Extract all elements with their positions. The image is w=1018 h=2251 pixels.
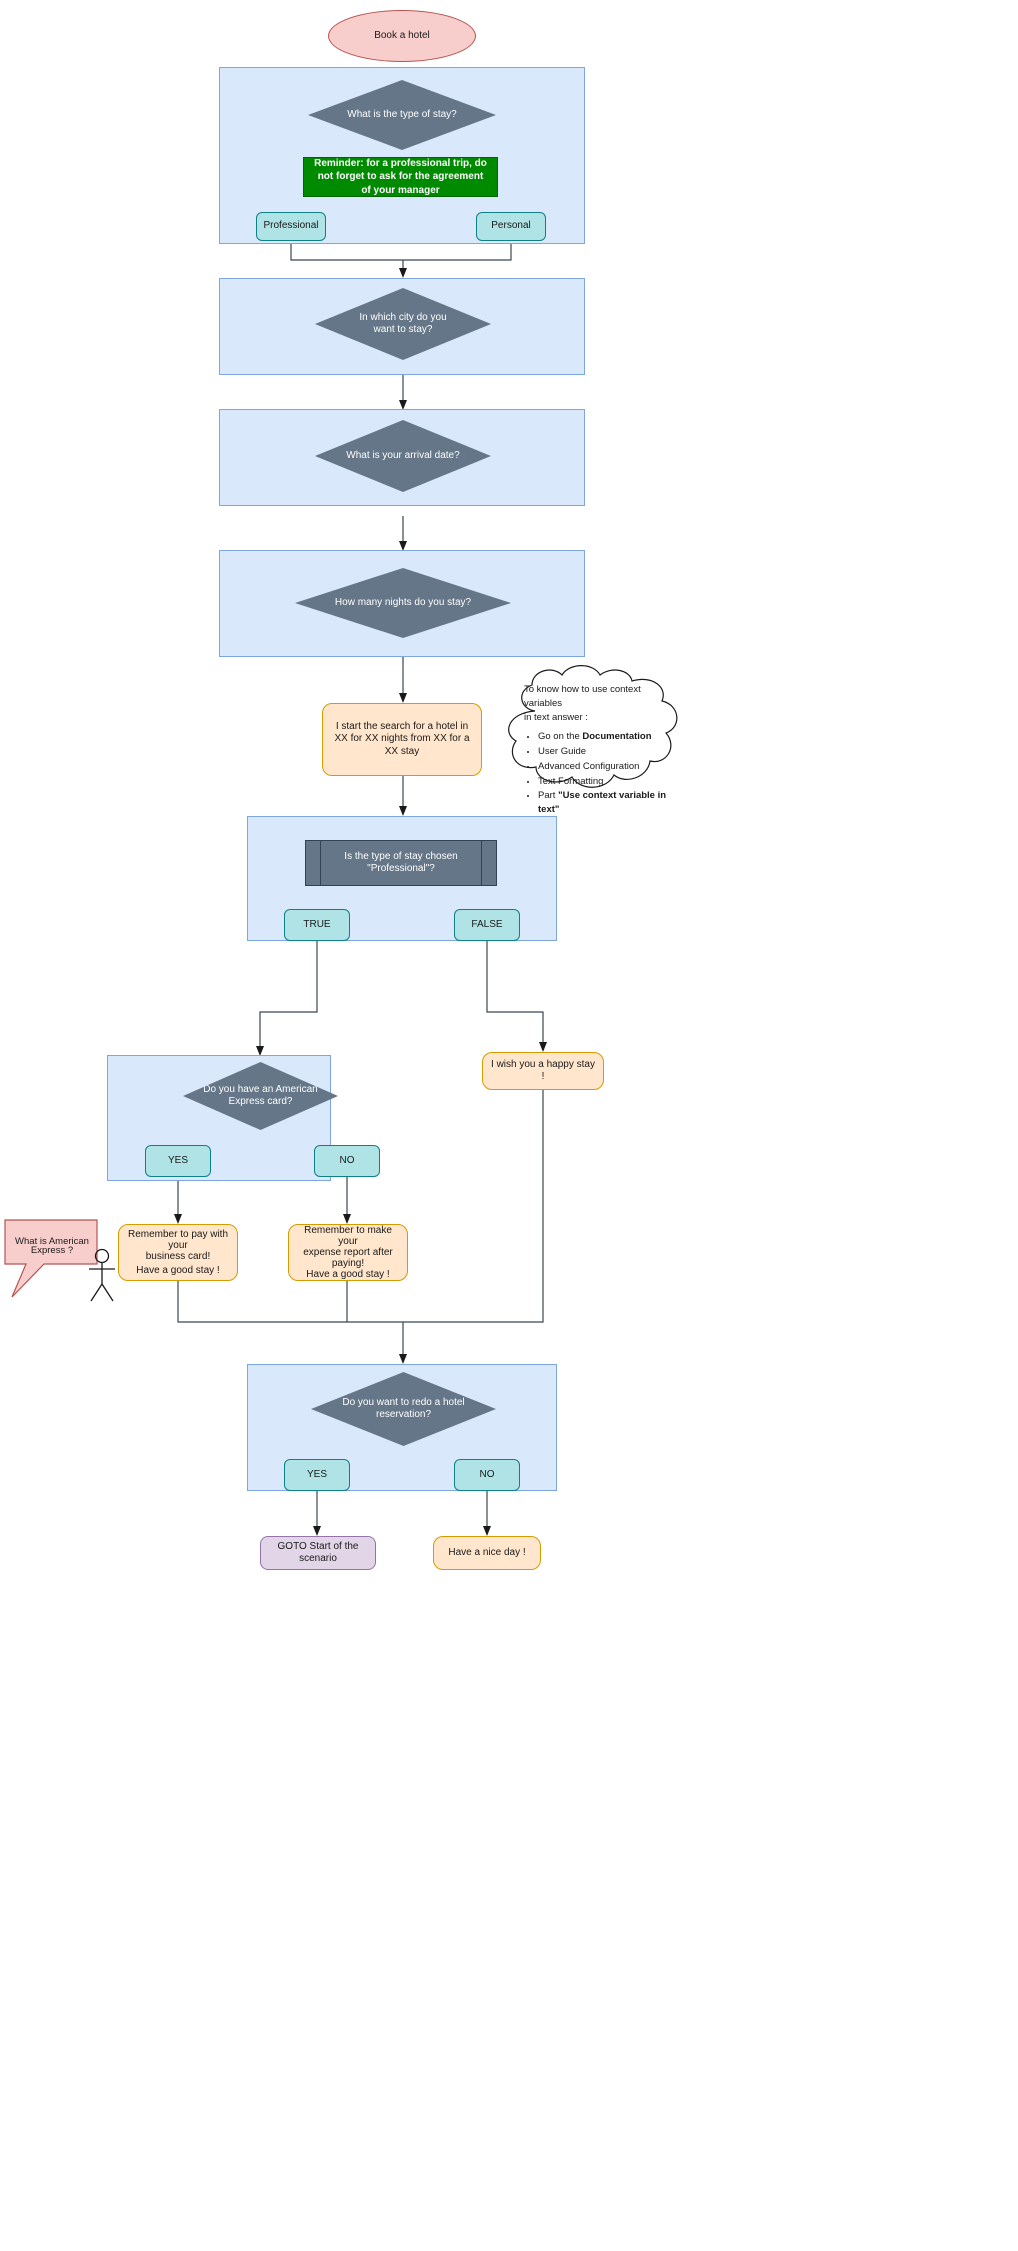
decision-redo-reservation-label: Do you want to redo a hotel reservation?: [342, 1396, 465, 1421]
amex-callout-shape: [4, 1219, 98, 1298]
amex-callout: What is American Express ?: [4, 1219, 114, 1315]
predefined-process-professional-check: Is the type of stay chosen "Professional…: [305, 840, 497, 886]
message-pay-business-card-line2: business card!: [145, 1251, 211, 1262]
message-expense-report-line1: Remember to make your: [304, 1225, 392, 1247]
cloud-intro-line1: To know how to use context variables: [524, 684, 641, 709]
option-professional[interactable]: Professional: [256, 212, 326, 241]
message-happy-stay[interactable]: I wish you a happy stay !: [482, 1052, 604, 1090]
option-false[interactable]: FALSE: [454, 909, 520, 941]
cloud-item-prefix: Text Formatting: [538, 775, 604, 787]
cloud-item-bold: "Use context variable in text": [538, 790, 667, 816]
cloud-intro-line2: in text answer :: [524, 711, 588, 723]
amex-callout-line1: What is American: [15, 1236, 89, 1248]
amex-callout-text: What is American: [8, 1225, 96, 1259]
cloud-item-prefix: Part: [538, 790, 559, 802]
process-label-line1: Is the type of stay chosen: [344, 850, 458, 862]
amex-callout-text2: Express ?: [8, 1241, 96, 1261]
process-left-bar: [320, 841, 321, 885]
cloud-shape: [508, 665, 678, 788]
message-pay-business-card[interactable]: Remember to pay with your business card!…: [118, 1224, 238, 1281]
cloud-annotation-text: To know how to use context variables in …: [524, 683, 676, 818]
amex-callout-line2: Express ?: [30, 1245, 74, 1257]
reminder-text: Reminder: for a professional trip, do no…: [314, 157, 487, 196]
message-nice-day[interactable]: Have a nice day !: [433, 1536, 541, 1570]
cloud-item: User Guide: [538, 745, 676, 759]
cloud-item-prefix: Advanced Configuration: [538, 760, 640, 772]
stick-figure-icon: [89, 1248, 115, 1302]
decision-type-of-stay-label: What is the type of stay?: [347, 108, 457, 120]
message-pay-business-card-line3: Have a good stay !: [136, 1265, 220, 1276]
decision-amex-line1: Do you have an American: [203, 1083, 318, 1095]
message-expense-report[interactable]: Remember to make your expense report aft…: [288, 1224, 408, 1281]
cloud-item-prefix: User Guide: [538, 746, 587, 758]
message-nice-day-label: Have a nice day !: [448, 1546, 526, 1558]
decision-arrival-date-label: What is your arrival date?: [346, 449, 460, 461]
cloud-item-bold: Documentation: [582, 731, 652, 743]
message-expense-report-line2: expense report after paying!: [303, 1247, 393, 1269]
option-amex-yes-label: YES: [167, 1154, 188, 1166]
process-right-bar: [481, 841, 482, 885]
start-node[interactable]: Book a hotel: [328, 10, 476, 62]
cloud-item-list: Go on the Documentation User Guide Advan…: [524, 730, 676, 817]
option-redo-no[interactable]: NO: [454, 1459, 520, 1491]
option-redo-no-label: NO: [479, 1468, 495, 1480]
process-label-line2: "Professional"?: [367, 863, 435, 874]
decision-amex-label: Do you have an American Express card?: [203, 1084, 318, 1109]
option-amex-no[interactable]: NO: [314, 1145, 380, 1177]
option-personal[interactable]: Personal: [476, 212, 546, 241]
message-start-search[interactable]: I start the search for a hotel in XX for…: [322, 703, 482, 776]
cloud-item: Advanced Configuration: [538, 760, 676, 774]
option-redo-yes[interactable]: YES: [284, 1459, 350, 1491]
goto-start-of-scenario[interactable]: GOTO Start of the scenario: [260, 1536, 376, 1570]
reminder-banner: Reminder: for a professional trip, do no…: [303, 157, 498, 197]
cloud-item-prefix: Go on the: [538, 731, 583, 743]
cloud-item: Text Formatting: [538, 775, 676, 789]
goto-label: GOTO Start of the scenario: [277, 1540, 359, 1565]
decision-amex-line2: Express card?: [228, 1096, 293, 1107]
cloud-item: Part "Use context variable in text": [538, 789, 676, 817]
actor-stick-figure: [84, 1248, 120, 1304]
message-start-search-text: I start the search for a hotel in XX for…: [334, 720, 470, 757]
cloud-annotation: To know how to use context variables in …: [502, 665, 692, 815]
option-amex-yes[interactable]: YES: [145, 1145, 211, 1177]
option-false-label: FALSE: [471, 918, 503, 930]
option-redo-yes-label: YES: [306, 1468, 327, 1480]
message-happy-stay-text: I wish you a happy stay !: [491, 1058, 595, 1083]
group-amex: [107, 1055, 331, 1181]
option-personal-label: Personal: [491, 220, 531, 232]
decision-city-label: In which city do you want to stay?: [359, 311, 447, 336]
message-expense-report-line3: Have a good stay !: [306, 1269, 390, 1280]
option-professional-label: Professional: [263, 220, 319, 232]
decision-nights-label: How many nights do you stay?: [334, 596, 472, 608]
option-amex-no-label: NO: [339, 1154, 355, 1166]
process-label: Is the type of stay chosen "Professional…: [344, 851, 457, 876]
option-true[interactable]: TRUE: [284, 909, 350, 941]
option-true-label: TRUE: [303, 918, 331, 930]
start-label: Book a hotel: [374, 29, 430, 41]
message-pay-business-card-line1: Remember to pay with your: [127, 1229, 229, 1251]
cloud-item: Go on the Documentation: [538, 730, 676, 744]
